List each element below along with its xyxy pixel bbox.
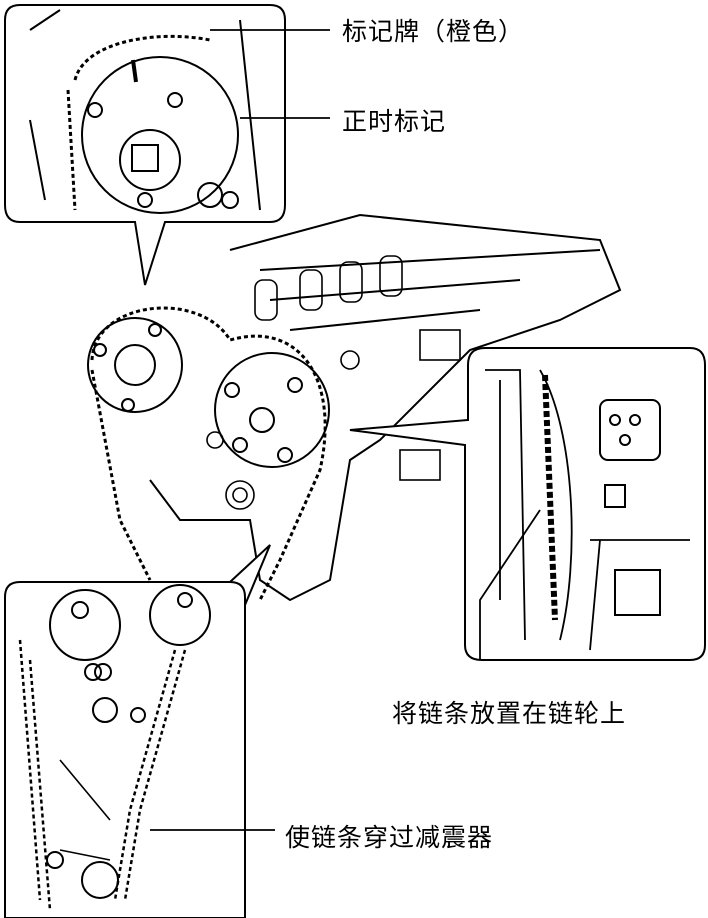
label-pass-chain-through-damper: 使链条穿过减震器 (285, 823, 494, 852)
label-place-chain-on-sprocket: 将链条放置在链轮上 (392, 699, 627, 728)
label-tag-plate-orange: 标记牌（橙色） (342, 17, 525, 46)
engine-assembly (87, 213, 622, 602)
callout-chain-on-sprocket (349, 347, 706, 661)
callout-chain-through-damper (4, 544, 275, 918)
label-timing-mark: 正时标记 (342, 107, 447, 136)
intake-camshaft-sprocket (214, 352, 330, 468)
timing-chain (90, 306, 327, 601)
callout-timing-mark (4, 4, 330, 286)
